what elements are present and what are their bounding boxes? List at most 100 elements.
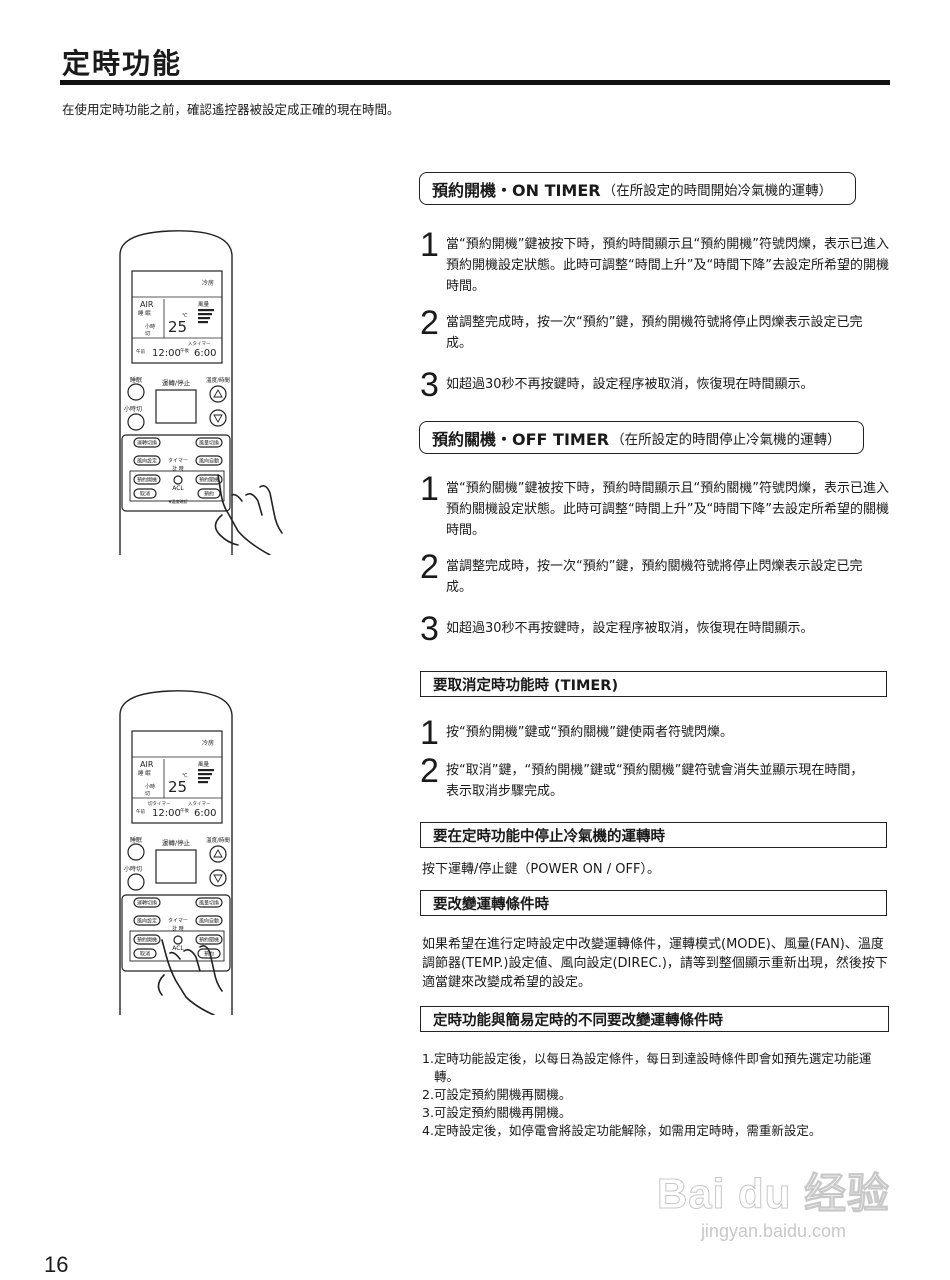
off-timer-step: 1 當“預約關機”鍵被按下時，預約時間顯示且“預約關機”符號閃爍，表示已進入預約… (420, 470, 889, 538)
off-timer-steps: 1 當“預約關機”鍵被按下時，預約時間顯示且“預約關機”符號閃爍，表示已進入預約… (420, 472, 895, 646)
direction-set-button (133, 455, 161, 466)
on-timer-step: 3 如超過30秒不再按鍵時，設定程序被取消，恢復現在時間顯示。 (420, 366, 814, 404)
cancel-timer-step: 2 按“取消”鍵，“預約開機”鍵或“預約關機”鍵符號會消失並顯示現在時間，表示取… (420, 752, 864, 799)
timer-label: 計 時 (172, 465, 184, 472)
down-arrow-icon (213, 874, 223, 883)
temp-up-button (209, 845, 227, 863)
cancel-button (133, 488, 157, 499)
lcd-sleep-label: 睡 眠 (138, 769, 151, 777)
fan-button (195, 437, 223, 448)
direction-set-button-label: 風向設定 (137, 918, 157, 925)
on-timer-heading: 預約開機・ON TIMER （在所設定的時間開始冷氣機的運轉） (419, 172, 856, 205)
off-timer-note: （在所設定的時間停止冷氣機的運轉） (611, 431, 841, 448)
timer-label: タイマー (168, 457, 188, 464)
lower-panel (121, 434, 231, 512)
difference-item: 2.可設定預約開機再關機。 (422, 1087, 572, 1102)
fan-bar (198, 321, 208, 324)
on-timer-button (133, 474, 161, 485)
lcd-unit: ℃ (182, 773, 188, 779)
lcd-sleep-label: 睡 眠 (138, 309, 151, 317)
acl-label: ACL (172, 945, 184, 952)
timer-panel (129, 470, 225, 502)
off-timer-button-label: 預約關機 (199, 477, 219, 484)
lcd-mode-label: 冷房 (202, 279, 214, 287)
lcd-screen (131, 730, 223, 824)
reserve-button-label: 預約 (204, 951, 214, 958)
adjust-button (173, 475, 183, 485)
lcd-cut-label: 切 (145, 330, 150, 337)
up-arrow-icon (213, 849, 223, 858)
fan-bar (198, 777, 210, 780)
off-timer-step: 3 如超過30秒不再按鍵時，設定程序被取消，恢復現在時間顯示。 (420, 610, 814, 648)
acl-label: ACL (172, 485, 184, 492)
direction-auto-button-label: 風向自動 (199, 458, 219, 465)
lcd-on-timer-label: 入タイマー (188, 340, 211, 347)
lcd-on-timer-label: 入タイマー (188, 800, 211, 807)
lcd-am-label: 午前 (136, 808, 145, 815)
lcd-hour-label: 小時 (145, 323, 155, 330)
change-conditions-text: 如果希望在進行定時設定中改變運轉條件，運轉模式(MODE)、風量(FAN)、溫度… (422, 937, 888, 990)
off-timer-title: 預約關機・OFF TIMER (432, 429, 610, 449)
on-timer-button-label: 預約開機 (137, 477, 157, 484)
direction-auto-button (195, 915, 223, 926)
lower-panel (121, 894, 231, 972)
lcd-temperature: 25 (168, 318, 187, 336)
fan-bar (198, 781, 208, 784)
reserve-button (197, 488, 221, 499)
remote-body (119, 690, 233, 1015)
intro-text: 在使用定時功能之前，確認遙控器被設定成正確的現在時間。 (62, 102, 400, 117)
sleep-button (127, 383, 145, 401)
off-timer-button (195, 934, 223, 945)
lcd-time-1: 12:00 (152, 808, 181, 819)
timer-panel (129, 930, 225, 962)
lcd-unit: ℃ (182, 313, 188, 319)
sleep-label: 睡眠 (130, 836, 142, 844)
baidu-watermark: Bai du 经验 jingyan.baidu.com (656, 1160, 890, 1242)
on-timer-button-label: 預約開機 (137, 937, 157, 944)
lcd-pm-label: 午後 (180, 807, 189, 814)
page-number: 16 (44, 1252, 69, 1277)
lcd-temperature: 25 (168, 778, 187, 796)
lcd-time-2: 6:00 (194, 808, 216, 819)
off-timer-step: 2 當調整完成時，按一次“預約”鍵，預約關機符號將停止閃爍表示設定已完成。 (420, 548, 863, 595)
difference-item: 3.可設定預約關機再開機。 (422, 1105, 572, 1120)
lcd-mode-label: 冷房 (202, 739, 214, 747)
cancel-timer-step: 1 按“預約開機”鍵或“預約關機”鍵使兩者符號閃爍。 (420, 714, 733, 752)
difference-heading: 定時功能與簡易定時的不同要改變運轉條件時 (420, 1006, 889, 1032)
mode-button-label: 運轉切換 (137, 440, 157, 447)
temp-up-button (209, 385, 227, 403)
fan-button-label: 風量切換 (199, 900, 219, 907)
temp-check-label: ▼溫度確認 (168, 498, 187, 504)
hour-cut-button (127, 413, 145, 431)
lcd-cut-label: 切 (145, 790, 150, 797)
direction-set-button-label: 風向設定 (137, 458, 157, 465)
cancel-timer-heading: 要取消定時功能時 (TIMER) (420, 671, 887, 697)
page-title: 定時功能 (62, 47, 183, 80)
up-arrow-icon (213, 389, 223, 398)
off-timer-heading: 預約關機・OFF TIMER （在所設定的時間停止冷氣機的運轉） (419, 421, 864, 454)
fan-bar (198, 317, 210, 320)
lcd-time-2: 6:00 (194, 348, 216, 359)
temp-down-button (209, 869, 227, 887)
pointing-hand-icon (157, 939, 223, 1015)
mode-button (133, 897, 161, 908)
remote-body (119, 230, 233, 555)
timer-label: 計 時 (172, 925, 184, 932)
stop-during-timer-text: 按下運轉/停止鍵（POWER ON / OFF）。 (422, 862, 660, 877)
fan-bar (198, 769, 214, 772)
watermark-url: jingyan.baidu.com (700, 1221, 847, 1241)
lcd-air-label: AIR (140, 760, 154, 769)
lcd-screen (131, 270, 223, 364)
temp-down-button (209, 409, 227, 427)
fan-bar (198, 313, 212, 316)
adjust-button (173, 935, 183, 945)
power-button (155, 849, 197, 884)
down-arrow-icon (213, 414, 223, 423)
temp-time-label: 溫度/時間 (206, 836, 230, 844)
hour-cut-label: 小時切 (124, 405, 142, 413)
hour-cut-label: 小時切 (124, 865, 142, 873)
difference-list: 1.定時功能設定後，以每日為設定條件，每日到達設時條件即會如預先選定功能運轉。 … (422, 1050, 892, 1140)
off-timer-button-label: 預約關機 (199, 937, 219, 944)
on-timer-steps: 1 當“預約開機”鍵被按下時，預約時間顯示且“預約開機”符號閃爍，表示已進入預約… (420, 228, 895, 402)
power-button (155, 389, 197, 424)
